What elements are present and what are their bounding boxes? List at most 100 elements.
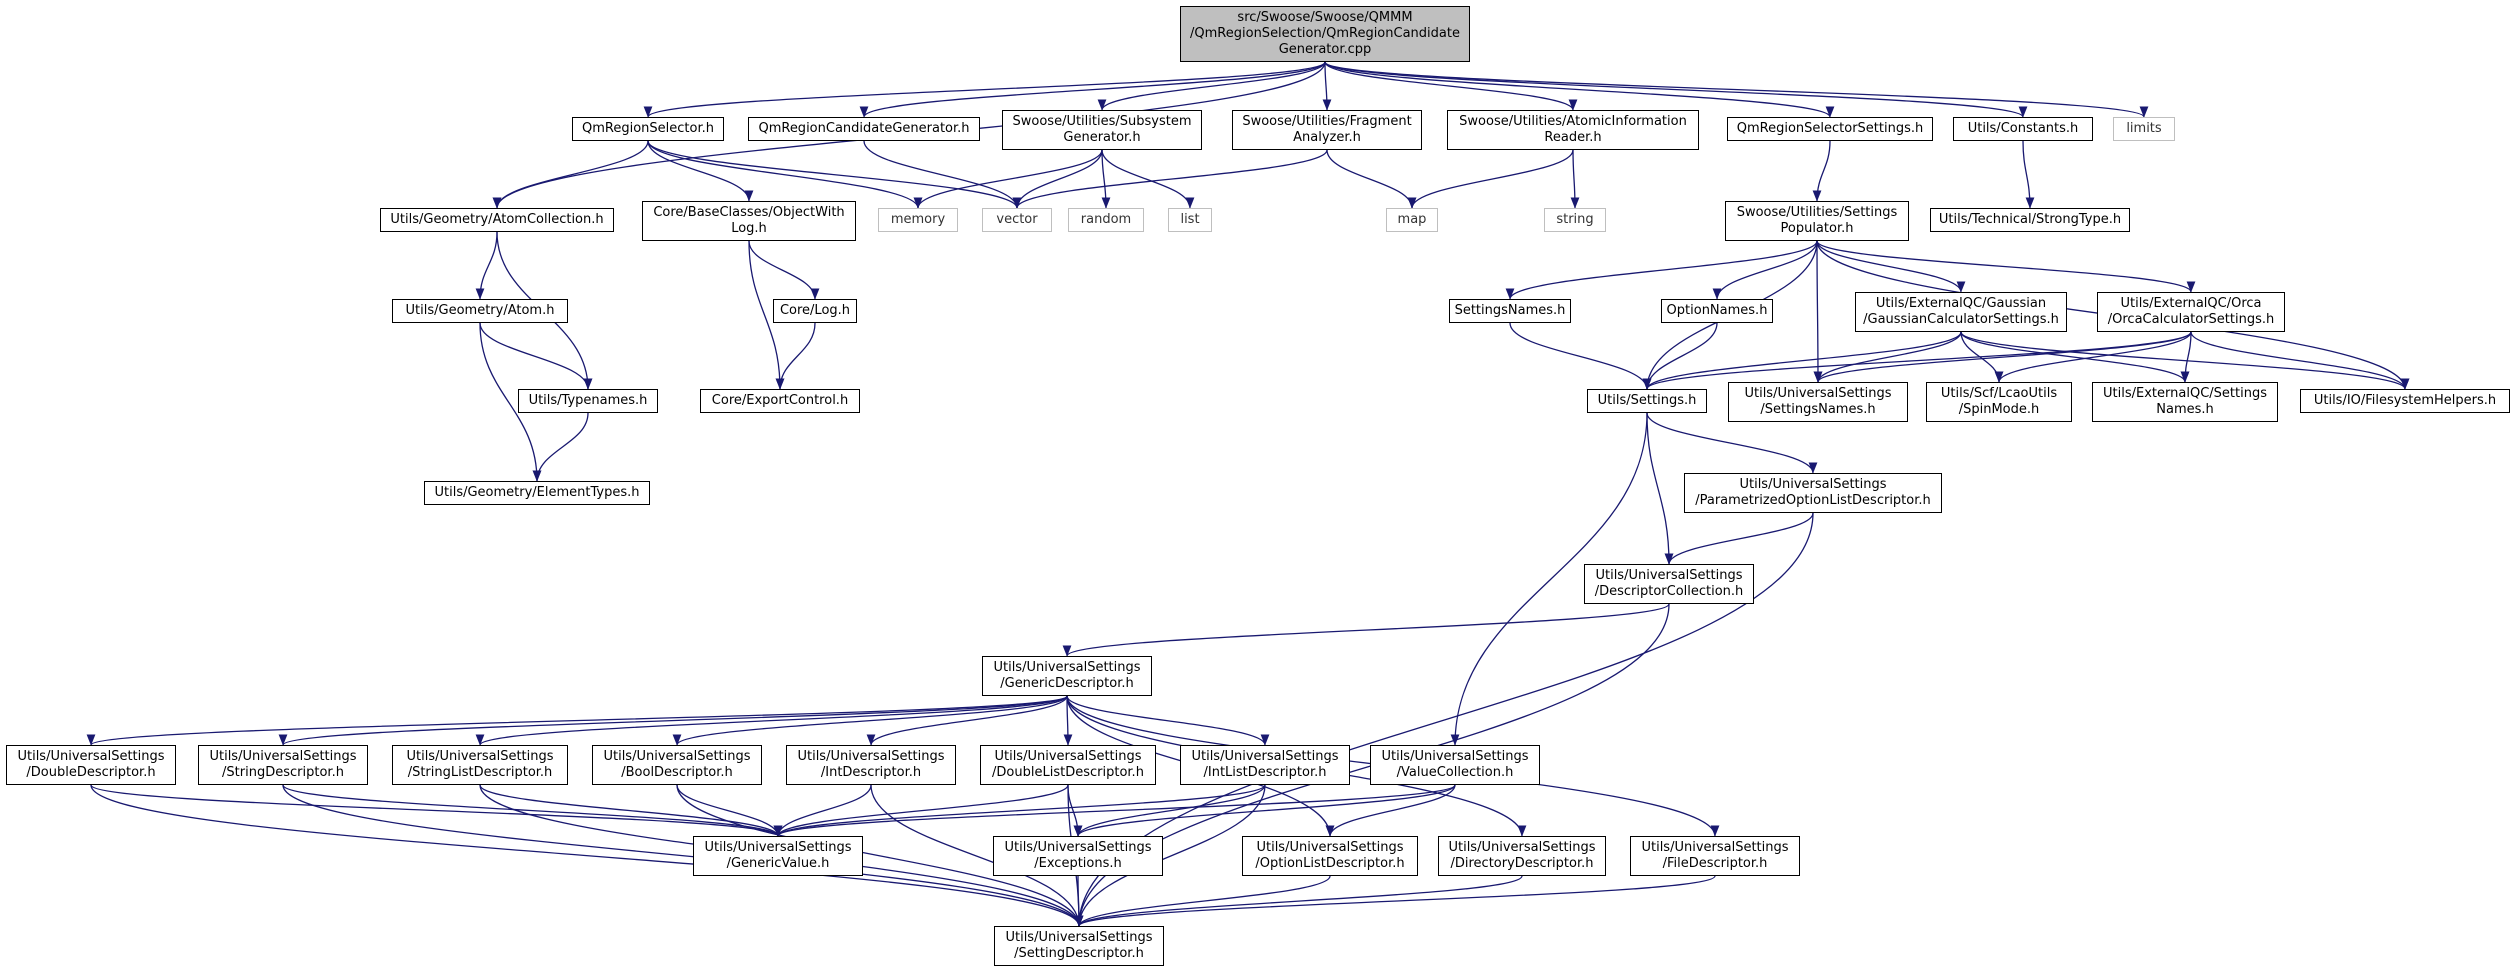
graph-node-qmselset[interactable]: QmRegionSelectorSettings.h xyxy=(1727,117,1933,141)
node-label-line: Utils/UniversalSettings xyxy=(1004,840,1152,855)
node-label-line: Utils/UniversalSettings xyxy=(1641,840,1789,855)
graph-node-qmcand[interactable]: QmRegionCandidateGenerator.h xyxy=(748,117,980,141)
edge-settpop-to-gauss xyxy=(1816,240,1966,293)
graph-node-dbl[interactable]: Utils/UniversalSettings /DoubleDescripto… xyxy=(6,745,176,785)
node-label-line: Utils/UniversalSettings xyxy=(603,749,751,764)
node-label-line: Generator.h xyxy=(1063,130,1141,145)
graph-node-spinmode[interactable]: Utils/Scf/LcaoUtils /SpinMode.h xyxy=(1926,382,2072,422)
edge-settpop-to-orca xyxy=(1816,240,2196,293)
edge-gauss-to-extnames xyxy=(1960,331,2190,383)
graph-node-intd[interactable]: Utils/UniversalSettings /IntDescriptor.h xyxy=(786,745,956,785)
graph-node-subsys[interactable]: Swoose/Utilities/Subsystem Generator.h xyxy=(1002,110,1202,150)
graph-node-map: map xyxy=(1386,208,1438,232)
graph-node-orca[interactable]: Utils/ExternalQC/Orca /OrcaCalculatorSet… xyxy=(2097,292,2285,332)
graph-node-generic[interactable]: Utils/UniversalSettings /GenericDescript… xyxy=(982,656,1152,696)
node-label-line: SettingsNames.h xyxy=(1454,303,1566,318)
graph-node-desccoll[interactable]: Utils/UniversalSettings /DescriptorColle… xyxy=(1584,564,1754,604)
node-label-line: Utils/UniversalSettings xyxy=(406,749,554,764)
edge-qmsel-to-objlog xyxy=(647,140,754,202)
graph-node-setnames[interactable]: SettingsNames.h xyxy=(1449,299,1571,323)
node-label-line: /DescriptorCollection.h xyxy=(1594,584,1744,599)
edge-intd-to-settdesc xyxy=(870,784,1084,927)
edge-frag-to-map xyxy=(1326,149,1417,209)
node-label-line: Utils/UniversalSettings xyxy=(1448,840,1596,855)
node-label-line: Utils/Settings.h xyxy=(1597,393,1697,408)
graph-node-atom[interactable]: Utils/Geometry/Atom.h xyxy=(392,299,568,323)
graph-node-consts[interactable]: Utils/Constants.h xyxy=(1953,117,2093,141)
node-label-line: limits xyxy=(2126,121,2162,136)
edge-orca-to-extnames xyxy=(2180,331,2192,383)
graph-node-atominfo[interactable]: Swoose/Utilities/AtomicInformation Reade… xyxy=(1447,110,1699,150)
node-label-line: Swoose/Utilities/Fragment xyxy=(1242,114,1412,129)
node-label-line: Utils/UniversalSettings xyxy=(704,840,852,855)
edge-root-to-limits xyxy=(1324,61,2149,118)
edge-dbllist-to-exceptions xyxy=(1067,784,1083,837)
edge-generic-to-strd xyxy=(278,695,1068,746)
graph-node-intlist[interactable]: Utils/UniversalSettings /IntListDescript… xyxy=(1180,745,1350,785)
graph-node-optnames[interactable]: OptionNames.h xyxy=(1661,299,1773,323)
graph-node-typenames[interactable]: Utils/Typenames.h xyxy=(518,389,658,413)
edge-optnames-to-settings xyxy=(1642,322,1718,390)
edge-generic-to-intlist xyxy=(1066,695,1270,746)
graph-node-paramopt[interactable]: Utils/UniversalSettings /ParametrizedOpt… xyxy=(1684,473,1942,513)
graph-node-usnames[interactable]: Utils/UniversalSettings /SettingsNames.h xyxy=(1728,382,1908,422)
graph-node-settdesc[interactable]: Utils/UniversalSettings /SettingDescript… xyxy=(994,926,1164,966)
graph-node-strlist[interactable]: Utils/UniversalSettings /StringListDescr… xyxy=(392,745,568,785)
graph-node-genval[interactable]: Utils/UniversalSettings /GenericValue.h xyxy=(693,836,863,876)
edge-settpop-to-usnames xyxy=(1813,240,1823,383)
graph-node-dird[interactable]: Utils/UniversalSettings /DirectoryDescri… xyxy=(1438,836,1606,876)
graph-node-frag[interactable]: Swoose/Utilities/Fragment Analyzer.h xyxy=(1232,110,1422,150)
graph-node-qmsel[interactable]: QmRegionSelector.h xyxy=(572,117,724,141)
node-label-line: /GenericDescriptor.h xyxy=(1000,676,1134,691)
edge-filed-to-settdesc xyxy=(1074,875,1716,927)
node-label-line: Utils/UniversalSettings xyxy=(1005,930,1153,945)
node-label-line: /IntDescriptor.h xyxy=(820,765,922,780)
node-label-line: /StringListDescriptor.h xyxy=(407,765,553,780)
node-label-line: Utils/Constants.h xyxy=(1967,121,2079,136)
graph-node-filed[interactable]: Utils/UniversalSettings /FileDescriptor.… xyxy=(1630,836,1800,876)
graph-node-objlog[interactable]: Core/BaseClasses/ObjectWith Log.h xyxy=(642,201,856,241)
graph-node-corelog[interactable]: Core/Log.h xyxy=(773,299,857,323)
graph-node-atomcoll[interactable]: Utils/Geometry/AtomCollection.h xyxy=(380,208,614,232)
node-label-line: Utils/UniversalSettings xyxy=(1744,386,1892,401)
graph-node-list: list xyxy=(1168,208,1212,232)
graph-node-limits: limits xyxy=(2113,117,2175,141)
edge-generic-to-strlist xyxy=(475,695,1068,746)
edge-settings-to-valcoll xyxy=(1450,412,1648,746)
node-label-line: random xyxy=(1080,212,1132,227)
graph-node-random: random xyxy=(1068,208,1144,232)
node-label-line: Swoose/Utilities/Subsystem xyxy=(1012,114,1192,129)
edge-atomcoll-to-atom xyxy=(475,231,498,300)
node-label-line: QmRegionCandidateGenerator.h xyxy=(758,121,970,136)
graph-node-strd[interactable]: Utils/UniversalSettings /StringDescripto… xyxy=(198,745,368,785)
edge-dird-to-settdesc xyxy=(1074,875,1523,927)
edge-settings-to-paramopt xyxy=(1646,412,1818,474)
graph-node-extnames[interactable]: Utils/ExternalQC/Settings Names.h xyxy=(2092,382,2278,422)
graph-node-exportctl[interactable]: Core/ExportControl.h xyxy=(700,389,860,413)
graph-node-boold[interactable]: Utils/UniversalSettings /BoolDescriptor.… xyxy=(592,745,762,785)
edge-atominfo-to-map xyxy=(1407,149,1574,209)
graph-node-exceptions[interactable]: Utils/UniversalSettings /Exceptions.h xyxy=(993,836,1163,876)
graph-node-gauss[interactable]: Utils/ExternalQC/Gaussian /GaussianCalcu… xyxy=(1855,292,2067,332)
graph-node-optlist[interactable]: Utils/UniversalSettings /OptionListDescr… xyxy=(1242,836,1418,876)
node-label-line: map xyxy=(1397,212,1427,227)
edge-boold-to-genval xyxy=(676,784,783,837)
edge-intlist-to-exceptions xyxy=(1073,784,1266,837)
edge-root-to-qmselset xyxy=(1324,61,1835,118)
graph-node-strongtype[interactable]: Utils/Technical/StrongType.h xyxy=(1930,208,2130,232)
graph-node-memory: memory xyxy=(878,208,958,232)
node-label-line: /SettingDescriptor.h xyxy=(1014,946,1144,961)
graph-node-settpop[interactable]: Swoose/Utilities/Settings Populator.h xyxy=(1725,201,1909,241)
edge-orca-to-settings xyxy=(1642,331,2192,390)
graph-node-settings[interactable]: Utils/Settings.h xyxy=(1587,389,1707,413)
graph-node-root[interactable]: src/Swoose/Swoose/QMMM /QmRegionSelectio… xyxy=(1180,6,1470,62)
node-label-line: Reader.h xyxy=(1544,130,1602,145)
graph-node-dbllist[interactable]: Utils/UniversalSettings /DoubleListDescr… xyxy=(980,745,1156,785)
node-label-line: /SettingsNames.h xyxy=(1760,402,1876,417)
edge-intlist-to-settdesc xyxy=(1074,784,1266,927)
edge-gauss-to-fshelp xyxy=(1960,331,2410,390)
graph-node-fshelp[interactable]: Utils/IO/FilesystemHelpers.h xyxy=(2300,389,2510,413)
graph-node-elemtypes[interactable]: Utils/Geometry/ElementTypes.h xyxy=(424,481,650,505)
node-label-line: /ValueCollection.h xyxy=(1396,765,1514,780)
graph-node-valcoll[interactable]: Utils/UniversalSettings /ValueCollection… xyxy=(1370,745,1540,785)
